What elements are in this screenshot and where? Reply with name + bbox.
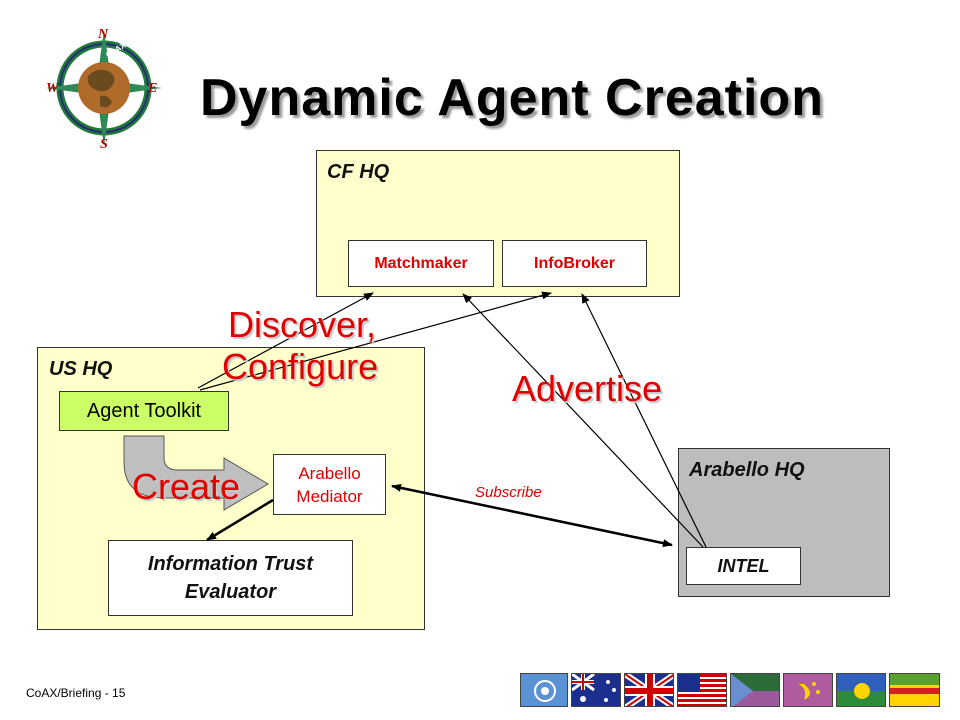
flag-icon-5 xyxy=(730,673,780,707)
compass-letter-w: W xyxy=(46,81,60,96)
arabello-hq-label: Arabello HQ xyxy=(689,459,805,481)
uk-flag-icon xyxy=(624,673,674,707)
discover-line-matchmaker xyxy=(197,292,374,389)
coax-compass-logo: N E S W CoAX Binni 2002 xyxy=(46,24,164,152)
ite-line-2: Evaluator xyxy=(184,581,277,603)
mediator-to-ite-arrow xyxy=(206,498,274,542)
flag-icon-7 xyxy=(836,673,886,707)
subscribe-label: Subscribe xyxy=(475,484,542,501)
subscribe-arrow xyxy=(391,483,673,548)
create-label: Create xyxy=(132,466,241,507)
discover-label: Discover, xyxy=(228,304,377,345)
flag-icon-6 xyxy=(783,673,833,707)
matchmaker-box: Matchmaker xyxy=(348,240,494,287)
ite-line-1: Information Trust xyxy=(147,553,314,575)
compass-letter-s: S xyxy=(100,137,108,152)
create-block-arrow xyxy=(123,435,269,511)
configure-label: Configure xyxy=(222,346,379,387)
mediator-line-2: Mediator xyxy=(296,486,363,506)
usa-flag-icon xyxy=(677,673,727,707)
slide-footer: CoAX/Briefing - 15 xyxy=(26,686,126,700)
information-trust-evaluator-box: Information Trust Evaluator xyxy=(108,540,353,616)
cf-hq-label: CF HQ xyxy=(327,161,390,183)
advertise-label: Advertise xyxy=(512,368,663,409)
us-hq-label: US HQ xyxy=(49,358,113,380)
slide-title: Dynamic Agent Creation xyxy=(200,69,824,127)
intel-box: INTEL xyxy=(686,547,801,585)
flag-icon-8 xyxy=(889,673,940,707)
configure-line-infobroker xyxy=(199,291,552,391)
advertise-line-infobroker xyxy=(581,293,707,548)
compass-letter-e: E xyxy=(147,81,157,96)
compass-letter-n: N xyxy=(97,27,109,42)
agent-toolkit-box: Agent Toolkit xyxy=(59,391,229,431)
un-flag-icon xyxy=(520,673,568,707)
arabello-mediator-box: Arabello Mediator xyxy=(273,454,386,515)
infobroker-box: InfoBroker xyxy=(502,240,647,287)
australia-flag-icon xyxy=(571,673,621,707)
mediator-line-1: Arabello xyxy=(298,463,361,483)
